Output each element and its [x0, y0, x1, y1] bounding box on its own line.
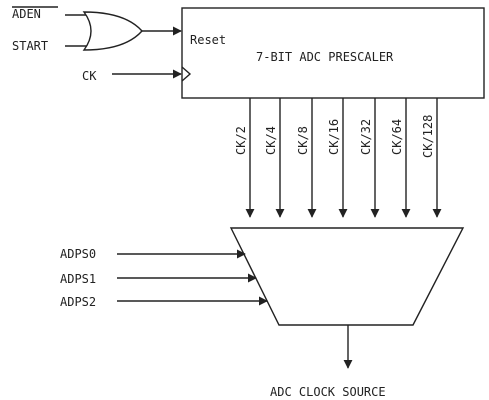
tap-labels: CK/2 CK/4 CK/8 CK/16 CK/32 CK/64 CK/128 — [234, 115, 435, 158]
or-gate — [82, 11, 143, 51]
prescaler-title: 7-BIT ADC PRESCALER — [256, 50, 394, 64]
multiplexer — [229, 227, 465, 326]
reset-label: Reset — [190, 33, 226, 47]
tap-label-ck128: CK/128 — [421, 115, 435, 158]
clock-input-triangle — [181, 66, 192, 82]
select-label-adps2: ADPS2 — [60, 295, 96, 309]
tap-label-ck4: CK/4 — [264, 126, 278, 155]
prescaler-box — [181, 7, 485, 99]
tap-label-ck64: CK/64 — [390, 119, 404, 155]
tap-lines — [245, 98, 442, 218]
tap-label-ck32: CK/32 — [359, 119, 373, 155]
select-label-adps1: ADPS1 — [60, 272, 96, 286]
tap-label-ck8: CK/8 — [296, 126, 310, 155]
ck-label: CK — [82, 69, 97, 83]
tap-label-ck2: CK/2 — [234, 126, 248, 155]
aden-label: ADEN — [12, 7, 41, 21]
select-label-adps0: ADPS0 — [60, 247, 96, 261]
output-label: ADC CLOCK SOURCE — [270, 385, 386, 399]
start-label: START — [12, 39, 48, 53]
tap-label-ck16: CK/16 — [327, 119, 341, 155]
